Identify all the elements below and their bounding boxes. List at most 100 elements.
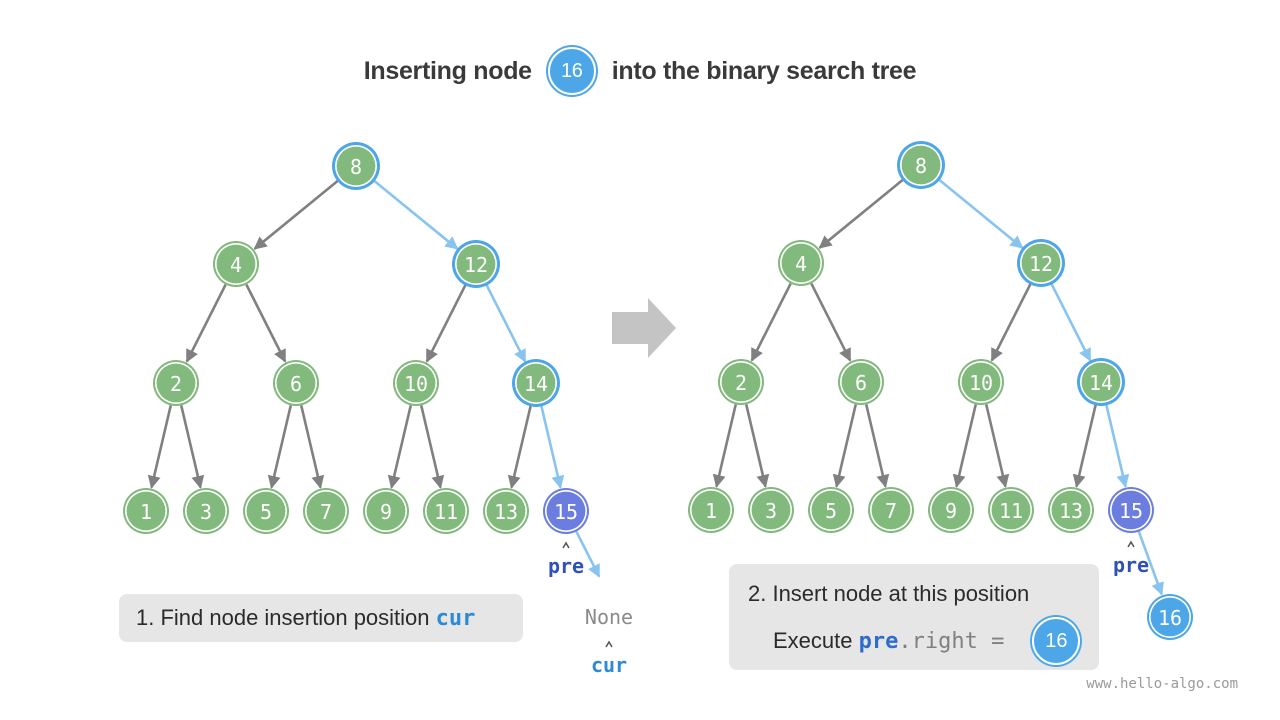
right-pre-label: pre xyxy=(1113,553,1149,577)
left-edge-4-6 xyxy=(245,283,287,363)
svg-text:8: 8 xyxy=(915,154,927,178)
left-node-13: 13 xyxy=(483,488,529,534)
svg-text:10: 10 xyxy=(404,372,428,396)
left-cur-label: cur xyxy=(591,653,627,677)
left-edge-12-10 xyxy=(425,283,467,363)
right-edge-15-16 xyxy=(1137,531,1164,596)
right-edge-12-14 xyxy=(1050,282,1092,362)
svg-text:9: 9 xyxy=(380,500,392,524)
right-node-7: 7 xyxy=(868,487,914,533)
step1-caption-code: cur xyxy=(435,606,476,631)
right-edge-4-6 xyxy=(810,282,852,362)
left-node-2: 2 xyxy=(153,360,199,406)
left-edge-10-11 xyxy=(419,405,445,489)
svg-text:6: 6 xyxy=(855,371,867,395)
svg-text:2: 2 xyxy=(170,372,182,396)
right-node-14: 14 xyxy=(1077,358,1125,406)
left-edge-6-7 xyxy=(299,405,325,489)
right-edge-2-1 xyxy=(712,404,738,488)
svg-text:3: 3 xyxy=(765,499,777,523)
svg-text:4: 4 xyxy=(230,253,242,277)
right-node-8: 8 xyxy=(897,141,945,189)
right-node-11: 11 xyxy=(988,487,1034,533)
svg-text:9: 9 xyxy=(945,499,957,523)
left-node-7: 7 xyxy=(303,488,349,534)
left-node-8: 8 xyxy=(332,142,380,190)
right-edge-14-15 xyxy=(1104,404,1130,488)
left-node-4: 4 xyxy=(213,241,259,287)
right-node-5: 5 xyxy=(808,487,854,533)
right-edge-2-3 xyxy=(744,404,770,488)
left-edge-8-12 xyxy=(372,179,459,250)
svg-text:3: 3 xyxy=(200,500,212,524)
svg-text:16: 16 xyxy=(1158,606,1182,630)
svg-text:5: 5 xyxy=(260,500,272,524)
right-edge-6-5 xyxy=(832,404,858,488)
left-edge-15-none xyxy=(575,530,601,578)
svg-text:11: 11 xyxy=(434,500,458,524)
svg-text:12: 12 xyxy=(464,253,488,277)
right-edge-8-4 xyxy=(818,178,905,249)
left-edge-10-9 xyxy=(387,405,413,489)
left-edge-4-2 xyxy=(185,283,227,363)
svg-text:13: 13 xyxy=(494,500,518,524)
left-node-12: 12 xyxy=(452,240,500,288)
step2-caption-line1: 2. Insert node at this position xyxy=(748,581,1030,606)
step1-caption-text: 1. Find node insertion position xyxy=(136,605,430,630)
step2-caption: 2. Insert node at this position Execute … xyxy=(729,564,1099,670)
svg-text:10: 10 xyxy=(969,371,993,395)
right-edge-10-9 xyxy=(952,404,978,488)
left-edge-2-3 xyxy=(179,405,205,489)
svg-text:6: 6 xyxy=(290,372,302,396)
right-node-16-inserted: 16 xyxy=(1147,594,1193,640)
left-edge-8-4 xyxy=(253,179,340,250)
right-node-15: 15 xyxy=(1108,487,1154,533)
svg-text:14: 14 xyxy=(1089,371,1113,395)
left-edge-12-14 xyxy=(485,283,527,363)
left-edge-14-13 xyxy=(507,405,533,489)
svg-text:5: 5 xyxy=(825,499,837,523)
left-pre-label: pre xyxy=(548,554,584,578)
svg-text:11: 11 xyxy=(999,499,1023,523)
left-node-9: 9 xyxy=(363,488,409,534)
right-node-12: 12 xyxy=(1017,239,1065,287)
right-node-4: 4 xyxy=(778,240,824,286)
right-node-2: 2 xyxy=(718,359,764,405)
right-node-10: 10 xyxy=(958,359,1004,405)
step2-node-16: 16 xyxy=(1032,617,1081,665)
left-pre-caret xyxy=(562,541,570,549)
svg-text:7: 7 xyxy=(885,499,897,523)
left-edge-6-5 xyxy=(267,405,293,489)
left-node-15: 15 xyxy=(543,488,589,534)
left-node-6: 6 xyxy=(273,360,319,406)
step1-caption: 1. Find node insertion position cur xyxy=(119,594,523,642)
left-node-5: 5 xyxy=(243,488,289,534)
step2-code-right: .right = xyxy=(898,628,1005,654)
svg-text:15: 15 xyxy=(554,500,578,524)
left-node-14: 14 xyxy=(512,359,560,407)
left-node-3: 3 xyxy=(183,488,229,534)
left-cur-caret xyxy=(605,640,613,648)
right-node-13: 13 xyxy=(1048,487,1094,533)
title-node-16: 16 xyxy=(547,47,596,95)
right-edge-10-11 xyxy=(984,404,1010,488)
left-edge-2-1 xyxy=(147,405,173,489)
transition-arrow xyxy=(612,298,676,358)
none-label: None xyxy=(585,605,633,629)
svg-text:15: 15 xyxy=(1119,499,1143,523)
right-edge-14-13 xyxy=(1072,404,1098,488)
left-edge-14-15 xyxy=(539,405,565,489)
right-node-3: 3 xyxy=(748,487,794,533)
svg-text:12: 12 xyxy=(1029,252,1053,276)
right-node-9: 9 xyxy=(928,487,974,533)
svg-text:1: 1 xyxy=(705,499,717,523)
left-node-11: 11 xyxy=(423,488,469,534)
watermark: www.hello-algo.com xyxy=(1086,676,1238,692)
step2-execute-label: Execute xyxy=(773,628,853,653)
right-edge-6-7 xyxy=(864,404,890,488)
svg-text:7: 7 xyxy=(320,500,332,524)
svg-text:8: 8 xyxy=(350,155,362,179)
step2-code-pre: pre xyxy=(858,628,899,654)
svg-text:4: 4 xyxy=(795,252,807,276)
